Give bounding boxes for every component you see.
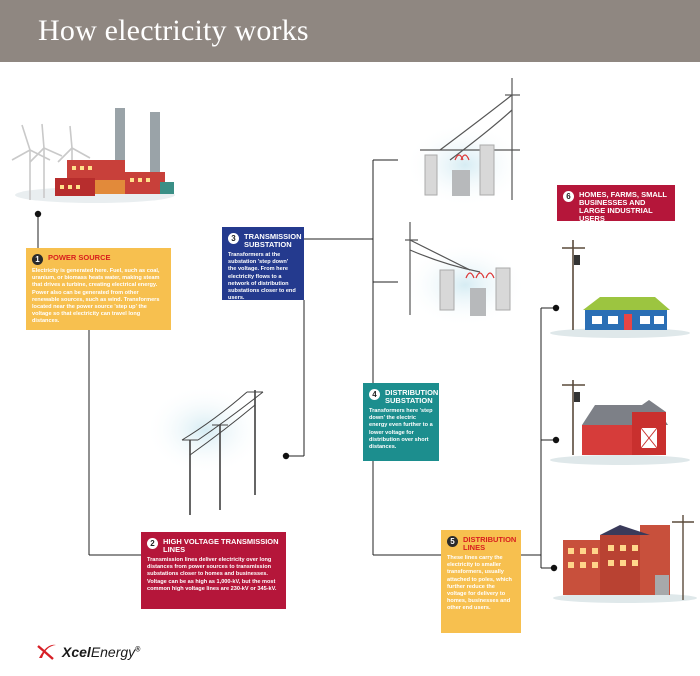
xcel-logo-mark-icon <box>37 644 56 660</box>
page-title: How electricity works <box>38 14 309 47</box>
transmission-tower-icon <box>145 385 265 515</box>
substation-icon <box>403 222 527 327</box>
logo-brand-regular: Energy <box>90 644 136 660</box>
logo-brand-bold: Xcel <box>62 644 91 660</box>
step-4-distribution-substation: 4 DISTRIBUTION SUBSTATION Transformers h… <box>363 383 439 461</box>
substation-icon <box>405 78 525 207</box>
power-plant-icon <box>11 108 175 203</box>
logo-wordmark: XcelEnergy® <box>62 644 140 660</box>
step-number-badge: 4 <box>369 389 380 400</box>
barn-icon <box>550 380 690 465</box>
factory-icon <box>553 515 697 603</box>
step-description: Transformers at the substation 'step dow… <box>228 252 296 302</box>
step-number-badge: 1 <box>32 254 43 265</box>
step-2-high-voltage-lines: 2 HIGH VOLTAGE TRANSMISSION LINES Transm… <box>141 532 286 609</box>
step-title: POWER SOURCE <box>48 253 111 262</box>
step-description: Electricity is generated here. Fuel, suc… <box>32 268 160 325</box>
step-number-badge: 2 <box>147 538 158 549</box>
step-number-badge: 6 <box>563 191 574 202</box>
step-description: Transformers here 'step down' the electr… <box>369 408 433 451</box>
step-5-distribution-lines: 5 DISTRIBUTION LINES These lines carry t… <box>441 530 521 633</box>
step-6-end-users: 6 HOMES, FARMS, SMALL BUSINESSES AND LAR… <box>557 185 675 223</box>
xcel-energy-logo: XcelEnergy® <box>36 642 140 662</box>
step-number-badge: 3 <box>228 233 239 244</box>
connector-dots <box>34 210 560 572</box>
step-description: These lines carry the electricity to sma… <box>447 555 512 612</box>
step-number-badge: 5 <box>447 536 458 547</box>
step-title: TRANSMISSION SUBSTATION <box>244 232 302 249</box>
step-title: DISTRIBUTION SUBSTATION <box>385 388 439 405</box>
step-1-power-source: 1 POWER SOURCE Electricity is generated … <box>26 248 171 330</box>
header-bar: How electricity works <box>0 0 700 62</box>
step-title: HIGH VOLTAGE TRANSMISSION LINES <box>163 537 279 554</box>
connector-lines <box>37 159 556 569</box>
step-3-transmission-substation: 3 TRANSMISSION SUBSTATION Transformers a… <box>222 227 304 302</box>
step-description: Transmission lines deliver electricity o… <box>147 557 277 592</box>
step-title: HOMES, FARMS, SMALL BUSINESSES AND LARGE… <box>579 190 667 223</box>
step-title: DISTRIBUTION LINES <box>463 535 517 552</box>
house-icon <box>550 240 690 338</box>
logo-registered-mark: ® <box>135 646 141 654</box>
